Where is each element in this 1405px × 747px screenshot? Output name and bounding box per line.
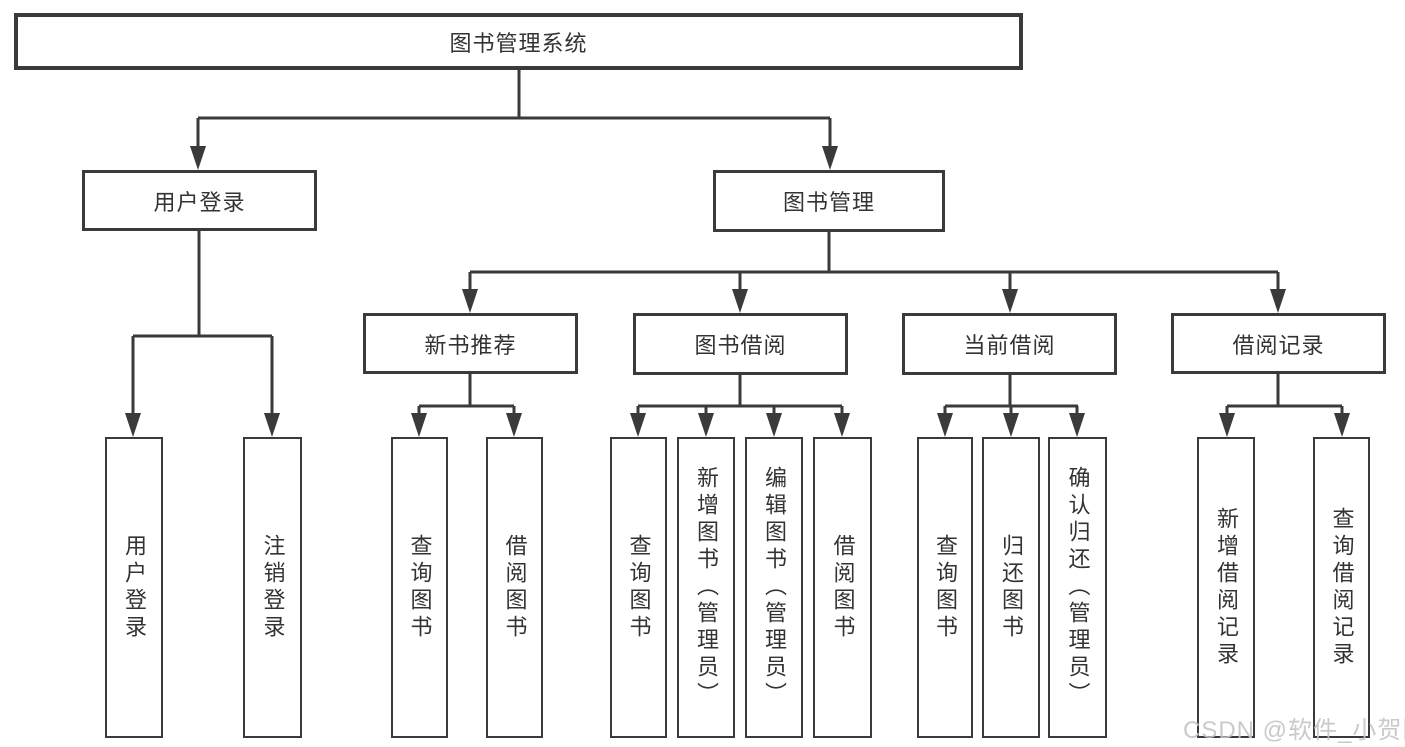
leaf-newbook-query-books: 查询图书 <box>391 437 448 738</box>
connector-root-to-level2 <box>190 70 838 170</box>
leaf-borrow-edit-books-admin: 编辑图书（管理员） <box>745 437 803 738</box>
node-current-borrowing: 当前借阅 <box>902 313 1117 375</box>
leaf-borrow-add-books-admin: 新增图书（管理员） <box>677 437 735 738</box>
connector-new-book-branch <box>411 374 522 437</box>
leaf-current-query-books: 查询图书 <box>917 437 973 738</box>
leaf-borrow-query-books: 查询图书 <box>610 437 667 738</box>
node-borrowing-records: 借阅记录 <box>1171 313 1386 374</box>
connector-book-borrow-branch <box>630 375 850 437</box>
leaf-newbook-borrow-books: 借阅图书 <box>486 437 543 738</box>
connector-book-management-branch <box>462 232 1286 313</box>
leaf-user-login: 用户登录 <box>105 437 163 738</box>
node-new-book-recommendation: 新书推荐 <box>363 313 578 374</box>
leaf-records-add-borrow-record: 新增借阅记录 <box>1197 437 1255 738</box>
csdn-watermark: CSDN @软件_小贺同学 <box>1183 717 1405 744</box>
connector-current-borrow-branch <box>937 375 1085 437</box>
connector-user-login-branch <box>125 231 280 437</box>
leaf-logout: 注销登录 <box>243 437 302 738</box>
connector-borrow-records-branch <box>1219 374 1350 437</box>
leaf-current-confirm-return-admin: 确认归还（管理员） <box>1048 437 1107 738</box>
leaf-borrow-borrow-books: 借阅图书 <box>813 437 872 738</box>
node-library-management-system: 图书管理系统 <box>14 13 1023 70</box>
node-book-borrowing: 图书借阅 <box>633 313 848 375</box>
node-user-login: 用户登录 <box>82 170 317 231</box>
leaf-current-return-books: 归还图书 <box>982 437 1040 738</box>
leaf-records-query-borrow-record: 查询借阅记录 <box>1313 437 1370 738</box>
node-book-management: 图书管理 <box>713 170 945 232</box>
